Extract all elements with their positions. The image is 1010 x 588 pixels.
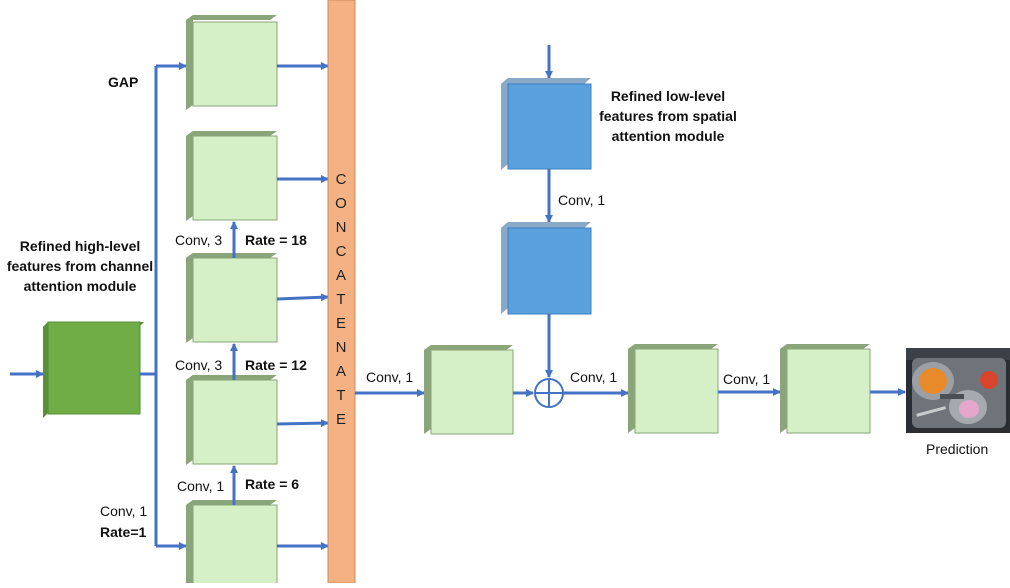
rate6-conv-label: Conv, 1 [177, 478, 225, 494]
rate12-label: Rate = 12 [245, 357, 307, 373]
prediction-label: Prediction [926, 441, 989, 457]
final-conv-block [780, 344, 871, 434]
concat-letter: E [335, 411, 346, 428]
post-add-block [628, 344, 719, 434]
high-level-features-label: Refined high-level features from channel… [6, 238, 154, 294]
gap-label: GAP [108, 74, 139, 90]
high-level-feature-block [43, 321, 144, 418]
concat-letter: C [335, 243, 347, 260]
rate1-conv-label: Conv, 1 [100, 503, 148, 519]
low-level-conv-label: Conv, 1 [558, 192, 606, 208]
rate18-block [186, 131, 278, 221]
concat-letter: N [335, 339, 347, 356]
low-level-conv-block [501, 222, 592, 315]
arrow-rate12-to-concat [276, 293, 329, 302]
low-level-features-label: Refined low-level features from spatial … [599, 88, 737, 144]
post-concat-block [424, 345, 514, 435]
arrow-rate6-to-concat [276, 419, 329, 428]
gap-block [186, 15, 278, 110]
concat-letter: E [335, 315, 346, 332]
post-add-conv-label: Conv, 1 [570, 369, 618, 385]
concat-letter: T [336, 291, 346, 308]
rate12-conv-label: Conv, 3 [175, 357, 223, 373]
concat-letter: A [335, 363, 346, 380]
concatenate-bar [327, 0, 356, 584]
prediction-image [906, 348, 1010, 433]
concat-letter: T [336, 387, 346, 404]
concat-letter: A [335, 267, 346, 284]
add-operator-icon [534, 378, 564, 408]
post-concat-conv-label: Conv, 1 [366, 369, 414, 385]
rate12-block [186, 253, 278, 343]
rate6-label: Rate = 6 [245, 476, 300, 492]
rate1-label: Rate=1 [100, 524, 147, 540]
rate18-label: Rate = 18 [245, 232, 307, 248]
concat-letter: O [335, 195, 347, 212]
low-level-feature-block [501, 78, 592, 170]
rate18-conv-label: Conv, 3 [175, 232, 223, 248]
concat-letter: N [335, 219, 347, 236]
rate6-block [186, 375, 278, 465]
final-conv-label: Conv, 1 [723, 371, 771, 387]
rate1-block [186, 500, 278, 588]
concat-letter: C [335, 171, 347, 188]
